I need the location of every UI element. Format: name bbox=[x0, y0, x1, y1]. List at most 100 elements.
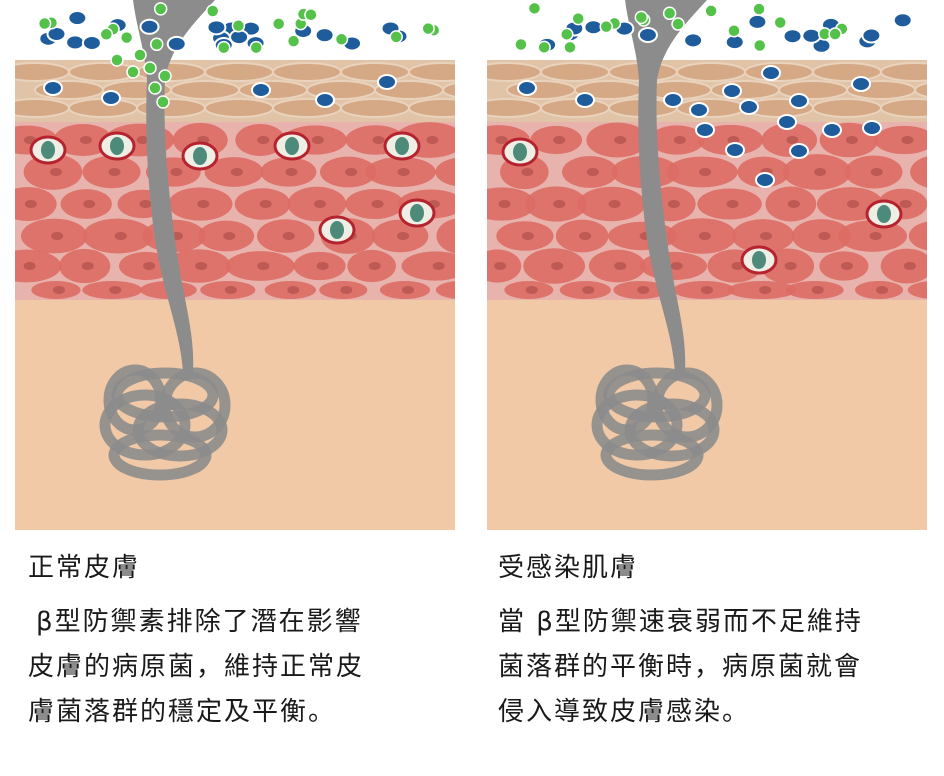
bacterium bbox=[892, 12, 913, 29]
cell-nucleus bbox=[282, 232, 295, 240]
normal-skin-description: β型防禦素排除了潛在影響 皮膚的病原菌，維持正常皮 膚菌落群的穩定及平衡。 bbox=[28, 600, 458, 735]
cell-nucleus bbox=[372, 136, 385, 144]
bacterium bbox=[251, 82, 271, 98]
immune-cell-core bbox=[110, 137, 124, 155]
gland-coil bbox=[99, 389, 191, 461]
cell-nucleus bbox=[52, 286, 65, 294]
defensin-peptide bbox=[126, 65, 140, 79]
keratinocyte bbox=[540, 98, 610, 118]
keratinocyte bbox=[340, 98, 410, 118]
keratinocyte bbox=[170, 80, 240, 100]
cell-nucleus bbox=[197, 200, 210, 208]
cell-nucleus bbox=[83, 200, 96, 208]
defensin-peptide bbox=[271, 17, 286, 31]
cell-nucleus bbox=[230, 168, 243, 176]
cell-nucleus bbox=[614, 262, 627, 270]
defensin-peptide bbox=[514, 37, 528, 52]
skin-layers bbox=[487, 0, 927, 530]
immune-cell-core bbox=[513, 143, 527, 161]
bacterium bbox=[851, 76, 871, 92]
cell-nucleus bbox=[79, 136, 92, 144]
cell-nucleus bbox=[24, 200, 37, 208]
keratinocyte bbox=[914, 82, 927, 98]
defensin-peptide bbox=[217, 40, 231, 55]
cell-nucleus bbox=[847, 200, 860, 208]
cell-nucleus bbox=[551, 262, 564, 270]
cell-nucleus bbox=[525, 286, 538, 294]
immune-cell-core bbox=[752, 251, 766, 269]
cell-nucleus bbox=[498, 200, 511, 208]
bacterium bbox=[683, 32, 704, 49]
defensin-peptide bbox=[752, 38, 767, 53]
keratinocyte bbox=[540, 62, 610, 82]
defensin-peptide bbox=[773, 15, 787, 30]
cell-nucleus bbox=[51, 232, 64, 240]
bacterium bbox=[695, 122, 715, 138]
bacterium bbox=[789, 143, 809, 159]
cell-nucleus bbox=[313, 200, 326, 208]
description-line: 膚菌落群的穩定及平衡。 bbox=[28, 697, 337, 727]
keratinocyte bbox=[812, 98, 882, 118]
defensin-peptide bbox=[563, 40, 577, 55]
cell-nucleus bbox=[108, 168, 121, 176]
bacterium bbox=[755, 172, 775, 188]
cell-nucleus bbox=[814, 168, 827, 176]
skin-cell bbox=[435, 157, 455, 187]
bacterium bbox=[822, 122, 842, 138]
cell-nucleus bbox=[760, 232, 773, 240]
bacterium bbox=[722, 83, 742, 99]
immune-cell-core bbox=[395, 137, 409, 155]
keratinocyte bbox=[506, 80, 576, 100]
defensin-peptide bbox=[99, 27, 114, 42]
bacterium bbox=[575, 92, 595, 108]
keratinocyte bbox=[340, 62, 410, 82]
cell-nucleus bbox=[869, 232, 882, 240]
bacterium bbox=[637, 26, 658, 43]
bacterium bbox=[67, 10, 88, 27]
defensin-peptide bbox=[148, 81, 162, 95]
cell-nucleus bbox=[170, 168, 183, 176]
skin-cell bbox=[487, 187, 536, 221]
bacterium bbox=[747, 13, 768, 30]
cell-nucleus bbox=[432, 262, 445, 270]
cell-nucleus bbox=[81, 262, 94, 270]
infected-skin-description: 當 β型防禦速衰弱而不足維持 菌落群的平衡時，病原菌就會 侵入導致皮膚感染。 bbox=[498, 600, 928, 735]
defensin-peptide bbox=[119, 30, 134, 45]
bacterium bbox=[206, 19, 227, 36]
bacterium bbox=[777, 114, 797, 130]
cell-nucleus bbox=[494, 262, 507, 270]
bacterium bbox=[739, 99, 759, 115]
keratinocyte bbox=[408, 62, 455, 82]
cell-nucleus bbox=[637, 286, 650, 294]
defensin-peptide bbox=[304, 7, 318, 22]
keratinocyte bbox=[15, 62, 70, 82]
defensin-peptide bbox=[286, 34, 301, 48]
cell-nucleus bbox=[845, 136, 858, 144]
immune-cell-core bbox=[41, 141, 55, 159]
keratinocyte bbox=[487, 62, 542, 82]
defensin-peptide bbox=[752, 2, 766, 16]
cell-nucleus bbox=[49, 168, 62, 176]
cell-nucleus bbox=[287, 286, 300, 294]
cell-nucleus bbox=[582, 286, 595, 294]
cell-nucleus bbox=[368, 262, 381, 270]
cell-nucleus bbox=[426, 136, 439, 144]
immune-cell-core bbox=[877, 205, 891, 223]
defensin-peptide bbox=[537, 40, 551, 55]
keratinocyte bbox=[710, 80, 780, 100]
cell-nucleus bbox=[143, 262, 156, 270]
skin-cell bbox=[907, 281, 927, 299]
bacterium bbox=[761, 65, 781, 81]
cell-nucleus bbox=[870, 168, 883, 176]
cell-nucleus bbox=[700, 286, 713, 294]
defensin-peptide bbox=[599, 19, 613, 34]
bacterium bbox=[101, 90, 121, 106]
keratinocyte bbox=[272, 62, 342, 82]
description-line: 菌落群的平衡時，病原菌就會 bbox=[498, 652, 863, 682]
immune-cell-core bbox=[410, 204, 424, 222]
cell-nucleus bbox=[614, 136, 627, 144]
skin-cell bbox=[401, 251, 455, 281]
bacterium bbox=[166, 35, 187, 52]
bacterium bbox=[65, 34, 86, 51]
immune-cell-core bbox=[193, 147, 207, 165]
